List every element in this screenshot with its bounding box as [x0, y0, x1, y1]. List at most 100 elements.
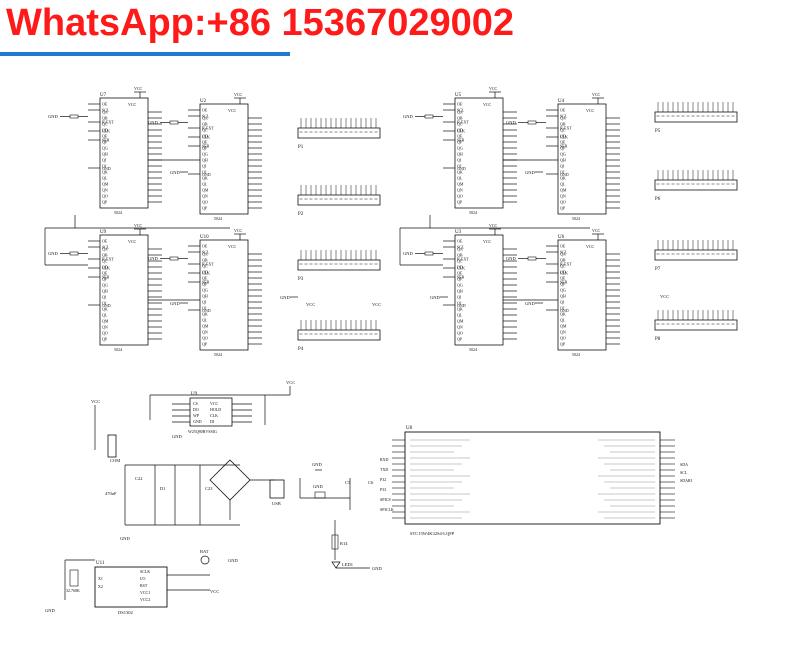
- gnd-label: GND: [403, 114, 413, 119]
- pin-name: QM: [202, 324, 209, 329]
- pin-name: QI: [560, 300, 565, 305]
- pin-name: QO: [560, 336, 566, 341]
- pin-header: P4: [297, 320, 381, 352]
- pin-name: R-EXT: [202, 262, 214, 267]
- pin-header: P6: [654, 170, 738, 202]
- gnd-label: GND: [280, 295, 290, 300]
- pin-name: R-EXT: [457, 120, 469, 125]
- pin-name: SCL: [560, 114, 568, 119]
- pin-name: QP: [102, 200, 108, 205]
- pin-name: QL: [560, 182, 566, 187]
- header-ref: P3: [298, 277, 304, 282]
- pin-name: QL: [102, 176, 108, 181]
- pin-name: QG: [202, 288, 208, 293]
- pin-name: R-EXT: [560, 262, 572, 267]
- pin-name: SER: [102, 275, 110, 280]
- pin-name: QC: [202, 128, 208, 133]
- pin-name: QP: [560, 206, 566, 211]
- pin-name: QJ: [457, 164, 462, 169]
- pin-name: QF: [560, 282, 566, 287]
- pin-name: QN: [457, 188, 463, 193]
- pin-name: QE: [457, 271, 463, 276]
- vcc-label: VCC: [592, 92, 601, 97]
- pin-name: QF: [102, 277, 108, 282]
- chip-ref: U3: [455, 230, 462, 235]
- whatsapp-watermark-text: WhatsApp:+86 15367029002: [6, 2, 515, 44]
- pin-name: QC: [457, 122, 463, 127]
- pin-name: QN: [560, 330, 566, 335]
- pin-name: QD: [457, 265, 463, 270]
- gnd-label: GND: [48, 114, 58, 119]
- pin-name: QB: [457, 116, 463, 121]
- outline: [527, 120, 537, 125]
- mcu-left-net: SPICLK: [380, 507, 394, 512]
- vcc-label: VCC: [234, 228, 243, 233]
- pin-name: QI: [102, 158, 107, 163]
- pin-gnd: GND: [202, 172, 211, 177]
- pin-name: QC: [102, 122, 108, 127]
- pin-name: QJ: [102, 301, 107, 306]
- rtc-pin: VCC2: [140, 597, 150, 602]
- outline: [654, 179, 738, 191]
- gnd-label: GND: [228, 558, 238, 563]
- pin-name: QO: [102, 331, 108, 336]
- chip-part: 5024: [214, 216, 222, 221]
- outline: [424, 251, 434, 256]
- pin-name: SER: [457, 138, 465, 143]
- header-ref: P8: [655, 337, 661, 342]
- pin-name: QP: [202, 342, 208, 347]
- pin-name: QI: [102, 295, 107, 300]
- pin-name: QJ: [102, 164, 107, 169]
- pin-name: QP: [202, 206, 208, 211]
- outline: [331, 534, 339, 550]
- pin-name: DI: [210, 419, 215, 424]
- outline: [69, 251, 79, 256]
- header-ref: P5: [655, 129, 661, 134]
- rtc-part: DS1302: [118, 610, 133, 615]
- gnd-label: GND: [48, 251, 58, 256]
- gnd-label: GND: [372, 566, 382, 571]
- pin-name: QL: [457, 313, 463, 318]
- header-ref: P7: [655, 267, 661, 272]
- gnd-label: GND: [172, 434, 182, 439]
- outline: [654, 111, 738, 123]
- mcu-and-power-section: U9W25Q80BVSSIGCSDOWPGNDVCCHOLDCLKDIVCCGN…: [45, 380, 693, 615]
- pin-name: QK: [102, 170, 108, 175]
- pin-name: QL: [102, 313, 108, 318]
- pin-name: R-EXT: [102, 257, 114, 262]
- battery-label: BAT: [200, 549, 209, 554]
- watermark-underline: [0, 52, 290, 56]
- outline: [297, 259, 381, 271]
- rtc-pin: I/O: [140, 576, 145, 581]
- chip-part: 5024: [572, 352, 580, 357]
- pin-header: P5: [654, 102, 738, 134]
- outline: [94, 566, 168, 608]
- gnd-label: GND: [525, 301, 535, 306]
- chip-part: 5024: [469, 347, 477, 352]
- pin-name: QB: [457, 253, 463, 258]
- pin-name: QK: [560, 312, 566, 317]
- pin-name: QN: [102, 325, 108, 330]
- pin-name: QO: [202, 336, 208, 341]
- pin-name: QG: [457, 146, 463, 151]
- pin-name: R-EXT: [102, 120, 114, 125]
- gnd-label: GND: [506, 256, 516, 261]
- pin-header: P3: [297, 250, 381, 282]
- pin-header: P7: [654, 240, 738, 272]
- pin-name: WP: [193, 413, 200, 418]
- pin-name: QE: [560, 276, 566, 281]
- pin-name: QH: [102, 152, 108, 157]
- pin-name: QO: [102, 194, 108, 199]
- outline: [557, 103, 607, 215]
- pin-name: QF: [457, 140, 463, 145]
- pin-name: OE: [560, 244, 566, 249]
- pin-name: QP: [560, 342, 566, 347]
- pin-vcc: VCC: [483, 102, 492, 107]
- pin-name: CLK: [202, 271, 210, 276]
- vcc-label: VCC: [306, 302, 315, 307]
- outline: [404, 431, 661, 525]
- pin-name: QM: [202, 188, 209, 193]
- pin-name: CLK: [457, 266, 465, 271]
